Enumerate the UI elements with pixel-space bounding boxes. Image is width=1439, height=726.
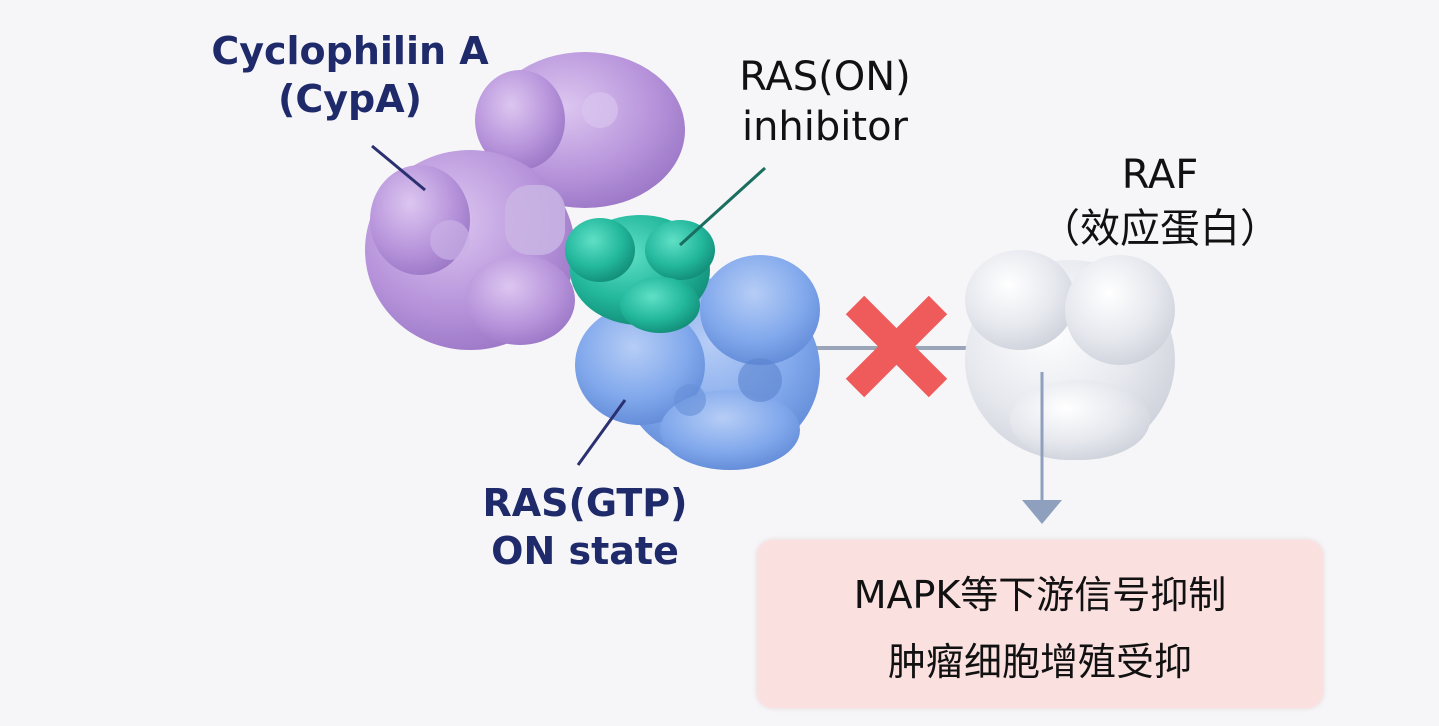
raf-label: RAF （效应蛋白） — [1030, 148, 1290, 256]
cypa-pointer-line — [371, 144, 426, 192]
result-line2: 肿瘤细胞增殖受抑 — [887, 639, 1192, 684]
x-block-icon — [845, 295, 948, 398]
cypa-label-line1: Cyclophilin A — [211, 29, 489, 73]
raf-label-line2: （效应蛋白） — [1040, 206, 1280, 252]
inhibitor-label-line1: RAS(ON) — [739, 54, 911, 100]
ras-label-line2: ON state — [491, 528, 679, 573]
ras-pointer-line — [576, 399, 627, 466]
ras-label-line1: RAS(GTP) — [482, 481, 688, 525]
raf-protein — [965, 250, 1175, 460]
ras-label: RAS(GTP) ON state — [440, 480, 730, 575]
inhibitor-pointer-line — [678, 166, 767, 247]
cypa-label-line2: (CypA) — [277, 76, 422, 121]
raf-label-line1: RAF — [1121, 152, 1199, 198]
cypa-label: Cyclophilin A (CypA) — [190, 28, 510, 123]
arrow-down-icon — [1022, 372, 1062, 524]
result-line1: MAPK等下游信号抑制 — [853, 573, 1227, 617]
cypa-protein — [365, 52, 685, 350]
inhibitor-label: RAS(ON) inhibitor — [690, 52, 960, 152]
inhibitor-label-line2: inhibitor — [741, 104, 909, 150]
result-box: MAPK等下游信号抑制 肿瘤细胞增殖受抑 — [757, 540, 1323, 708]
inhibitor-molecule — [565, 215, 715, 333]
